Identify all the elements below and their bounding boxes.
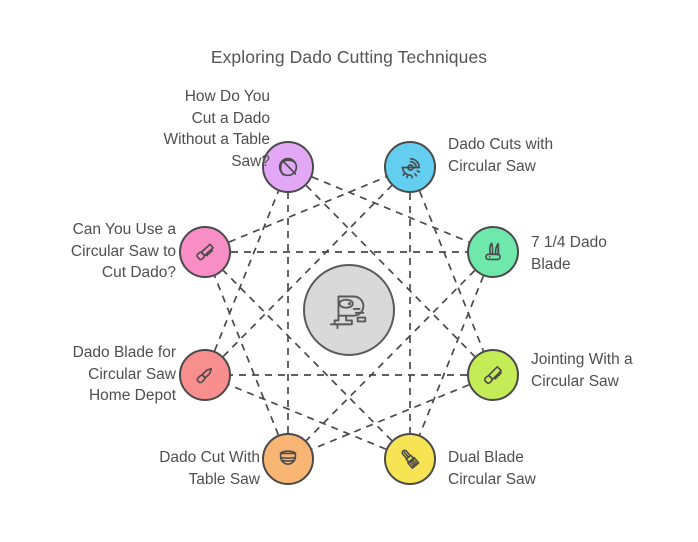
label-jointing-with-a-circular-saw: Jointing With a Circular Saw [531,351,633,390]
saw-blade-gear-icon [397,154,424,181]
node-can-you-use-a-circular-saw-to-cut-dado[interactable] [179,226,231,278]
chisel-icon [192,362,218,388]
label-dado-cut-with-table-saw: Dado Cut With Table Saw [159,449,260,488]
file-rasp-icon [480,362,506,388]
node-dado-blade-for-circular-saw-home-depot[interactable] [179,349,231,401]
page-title: Exploring Dado Cutting Techniques [210,47,488,67]
label-dual-blade-circular-saw: Dual Blade Circular Saw [448,449,536,488]
twin-blade-tool-icon [397,446,423,472]
node-jointing-with-a-circular-saw[interactable] [467,349,519,401]
node-dual-blade-circular-saw[interactable] [384,433,436,485]
hand-saw-icon [192,239,218,265]
node-7-1-4-dado-blade[interactable] [467,226,519,278]
node-dado-cut-with-table-saw[interactable] [262,433,314,485]
node-dado-cuts-with-circular-saw[interactable] [384,141,436,193]
label-how-do-you-cut-a-dado-without-a-table-saw: How Do You Cut a Dado Without a Table Sa… [163,88,270,170]
circular-saw-tool-icon [326,285,372,336]
hub-node[interactable] [303,264,395,356]
label-7-1-4-dado-blade: 7 1/4 Dado Blade [531,234,607,273]
sanding-disc-icon [275,154,301,180]
stacked-blades-icon [275,446,301,472]
label-can-you-use-a-circular-saw-to-cut-dado: Can You Use a Circular Saw to Cut Dado? [70,221,176,281]
node-how-do-you-cut-a-dado-without-a-table-saw[interactable] [262,141,314,193]
pocket-knife-icon [480,239,506,265]
label-dado-blade-for-circular-saw-home-depot: Dado Blade for Circular Saw Home Depot [72,344,176,404]
label-dado-cuts-with-circular-saw: Dado Cuts with Circular Saw [448,136,554,175]
